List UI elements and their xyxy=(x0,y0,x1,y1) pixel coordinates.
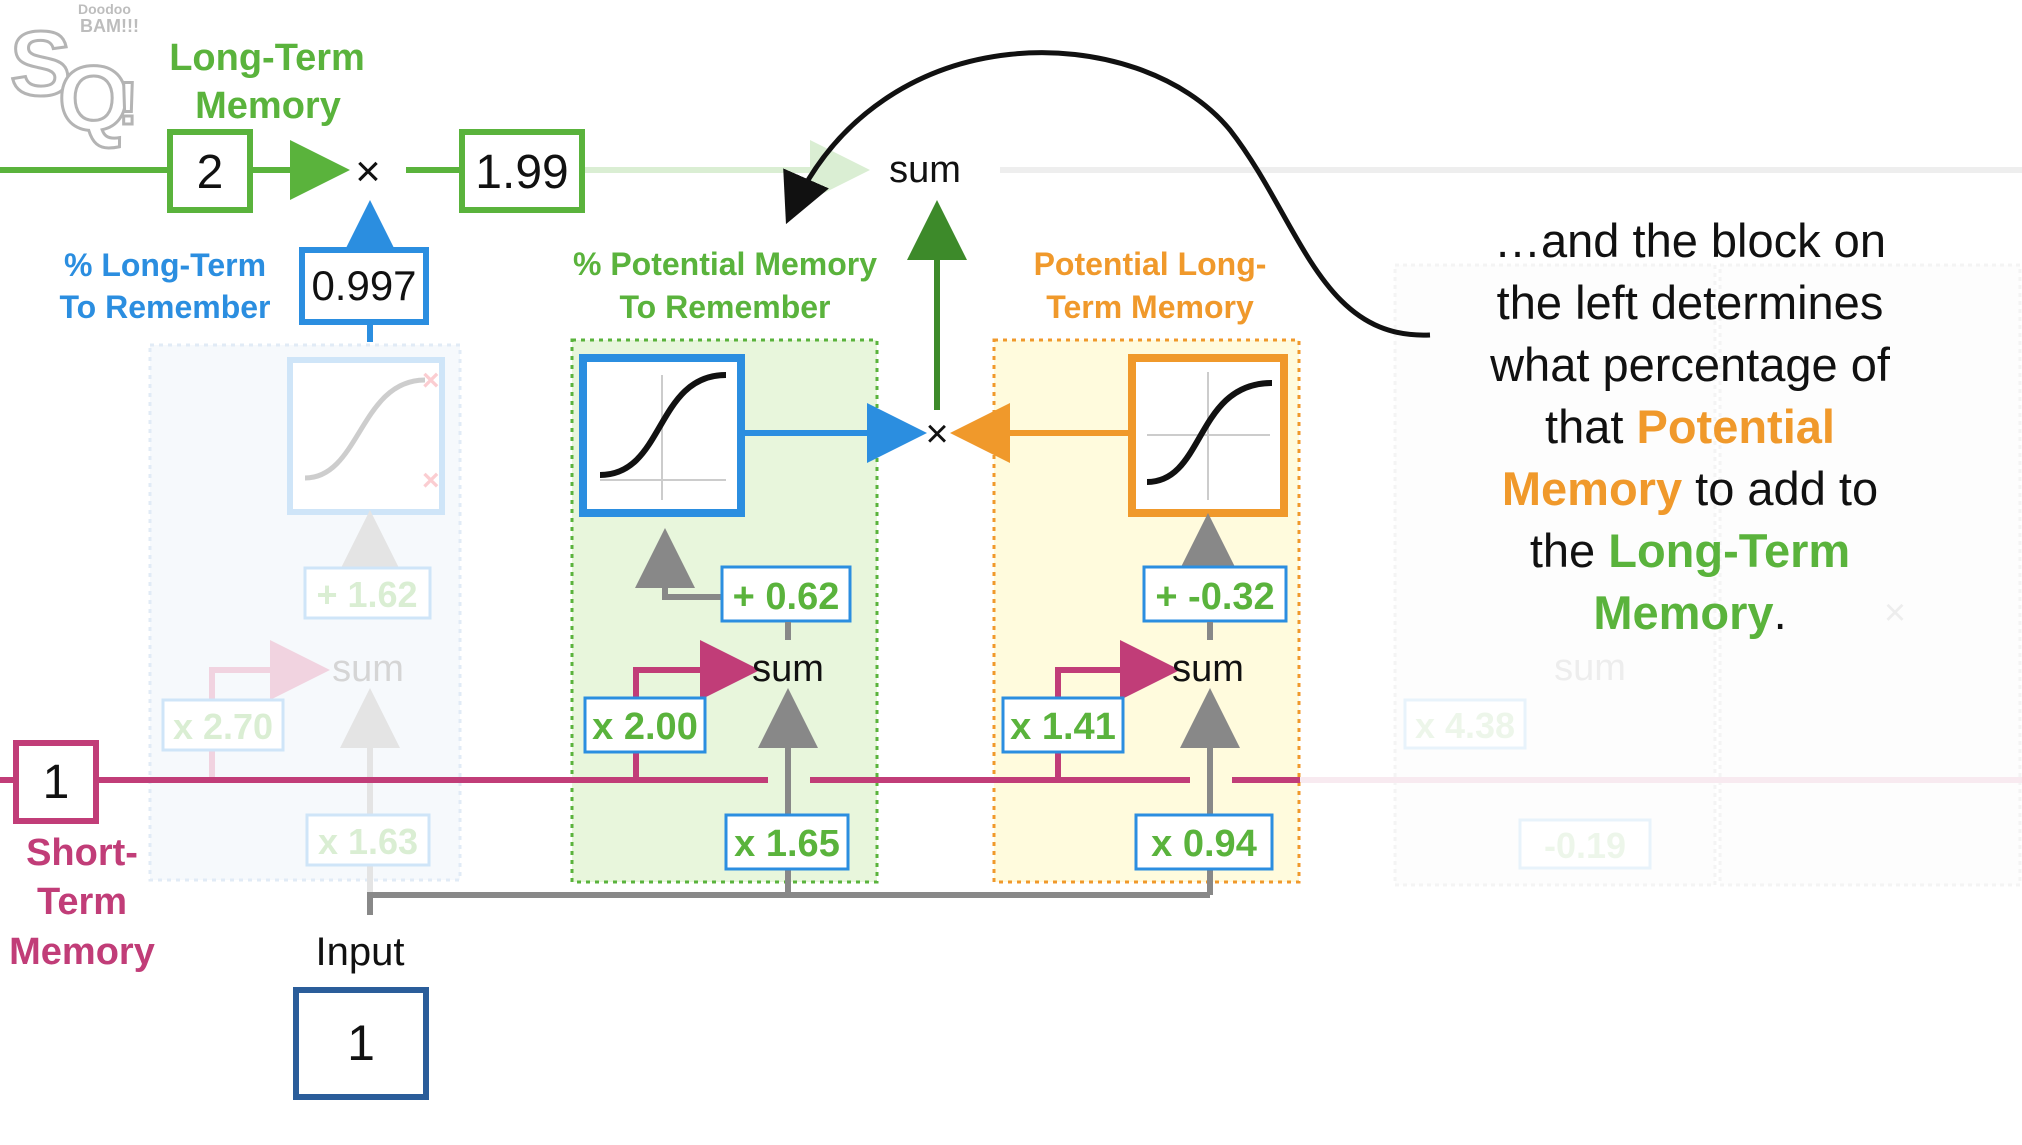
forget-gate-output: 0.997 xyxy=(311,262,416,309)
pct-ltm-label-2: To Remember xyxy=(59,289,270,325)
logo-letter-s: S xyxy=(10,13,71,115)
narration-memory-2: Memory xyxy=(1593,586,1774,639)
narration-line-4-pre: that xyxy=(1545,400,1637,453)
input-box xyxy=(293,987,429,1100)
forget-gate-panel xyxy=(148,343,462,882)
short-term-memory-box xyxy=(13,740,99,824)
narration-line-6-pre: the xyxy=(1529,524,1609,577)
forget-bias-box xyxy=(303,566,432,620)
plt-label-1: Potential Long- xyxy=(1034,246,1267,282)
input-gate-sigmoid-curve xyxy=(599,372,727,478)
input-value: 1 xyxy=(347,1015,375,1071)
candidate-weight-input: x 0.94 xyxy=(1151,823,1257,865)
narration-line-2: the left determines xyxy=(1496,276,1884,329)
candidate-weight-input-box xyxy=(1134,813,1274,871)
candidate-tanh-curve xyxy=(1146,380,1273,485)
pct-ltm-label-1: % Long-Term xyxy=(64,247,266,283)
candidate-bias: + -0.32 xyxy=(1155,576,1274,618)
long-term-memory-in: 2 xyxy=(197,146,224,199)
narration-line-7: Memory. xyxy=(1420,582,1960,644)
narration-line-4: that Potential xyxy=(1420,396,1960,458)
forget-weight-input: x 1.63 xyxy=(318,821,418,862)
ghost-block: x 4.38 -0.19 sum × xyxy=(1000,167,2022,887)
input-multiply: × xyxy=(925,412,948,456)
forget-max-mark: × xyxy=(422,364,440,397)
forget-sigmoid-curve xyxy=(304,377,426,481)
candidate-sum-label: sum xyxy=(1172,648,1244,690)
stm-label-1: Short- xyxy=(26,832,138,874)
long-term-memory-in-box xyxy=(167,129,253,213)
pct-pm-label-2: To Remember xyxy=(619,289,830,325)
ghost-weight-stm: x 4.38 xyxy=(1415,705,1515,746)
forget-multiply: × xyxy=(355,147,381,196)
narration-text: …and the block on the left determines wh… xyxy=(1420,210,1960,644)
ltm-sum-label: sum xyxy=(889,149,961,191)
narration-line-5-post: to add to xyxy=(1682,462,1879,515)
input-gate-sum-label: sum xyxy=(752,648,824,690)
narration-long-term: Long-Term xyxy=(1608,524,1851,577)
ghost-sum-label: sum xyxy=(1554,647,1626,689)
input-label: Input xyxy=(316,930,405,974)
narration-line-3: what percentage of xyxy=(1490,338,1890,391)
input-gate-weight-stm-box xyxy=(583,696,707,754)
long-term-memory-out: 1.99 xyxy=(475,146,568,199)
ltm-label-1: Long-Term xyxy=(169,37,365,79)
input-gate-weight-stm: x 2.00 xyxy=(592,706,698,748)
pct-pm-label-1: % Potential Memory xyxy=(573,246,877,282)
narration-line-1: …and the block on xyxy=(1494,214,1886,267)
callout-arrow xyxy=(783,50,1431,338)
logo-bang: ! xyxy=(118,70,138,137)
ghost-bias: -0.19 xyxy=(1544,825,1626,866)
narration-line-6: the Long-Term xyxy=(1420,520,1960,582)
statquest-logo: S Q ! Doodoo BAM!!! xyxy=(9,1,140,152)
narration-period: . xyxy=(1773,586,1787,639)
forget-sigmoid-box xyxy=(287,357,445,515)
narration-potential: Potential xyxy=(1636,400,1835,453)
forget-gate-output-box xyxy=(299,247,429,325)
candidate-bias-box xyxy=(1142,565,1288,623)
narration-line-5: Memory to add to xyxy=(1420,458,1960,520)
logo-caption-2: BAM!!! xyxy=(80,16,139,36)
logo-letter-q: Q xyxy=(58,48,130,150)
input-gate-weight-input: x 1.65 xyxy=(734,823,840,865)
forget-bias: + 1.62 xyxy=(316,574,417,615)
forget-weight-stm-box xyxy=(161,698,285,752)
forget-weight-stm: x 2.70 xyxy=(173,706,273,747)
long-term-memory-out-box xyxy=(459,129,585,213)
stm-label-2: Term xyxy=(37,881,127,923)
narration-memory: Memory xyxy=(1501,462,1683,515)
ltm-label-2: Memory xyxy=(195,85,341,127)
input-gate-bias-box xyxy=(720,565,852,623)
input-line xyxy=(367,892,1210,915)
stm-label-3: Memory xyxy=(9,931,155,973)
forget-weight-input-box xyxy=(305,813,431,867)
plt-label-2: Term Memory xyxy=(1046,289,1254,325)
input-gate-weight-input-box xyxy=(724,813,850,871)
logo-caption-1: Doodoo xyxy=(78,1,131,17)
forget-gate-block-faded: × × + 1.62 sum x 2.70 x 1.63 xyxy=(148,343,462,895)
ghost-multiply: × xyxy=(1884,592,1906,634)
short-term-memory-value: 1 xyxy=(43,756,70,809)
input-gate-bias: + 0.62 xyxy=(733,576,840,618)
candidate-weight-stm: x 1.41 xyxy=(1010,706,1116,748)
forget-sum-label: sum xyxy=(332,648,404,690)
forget-min-mark: × xyxy=(422,464,440,497)
candidate-weight-stm-box xyxy=(1001,696,1125,754)
